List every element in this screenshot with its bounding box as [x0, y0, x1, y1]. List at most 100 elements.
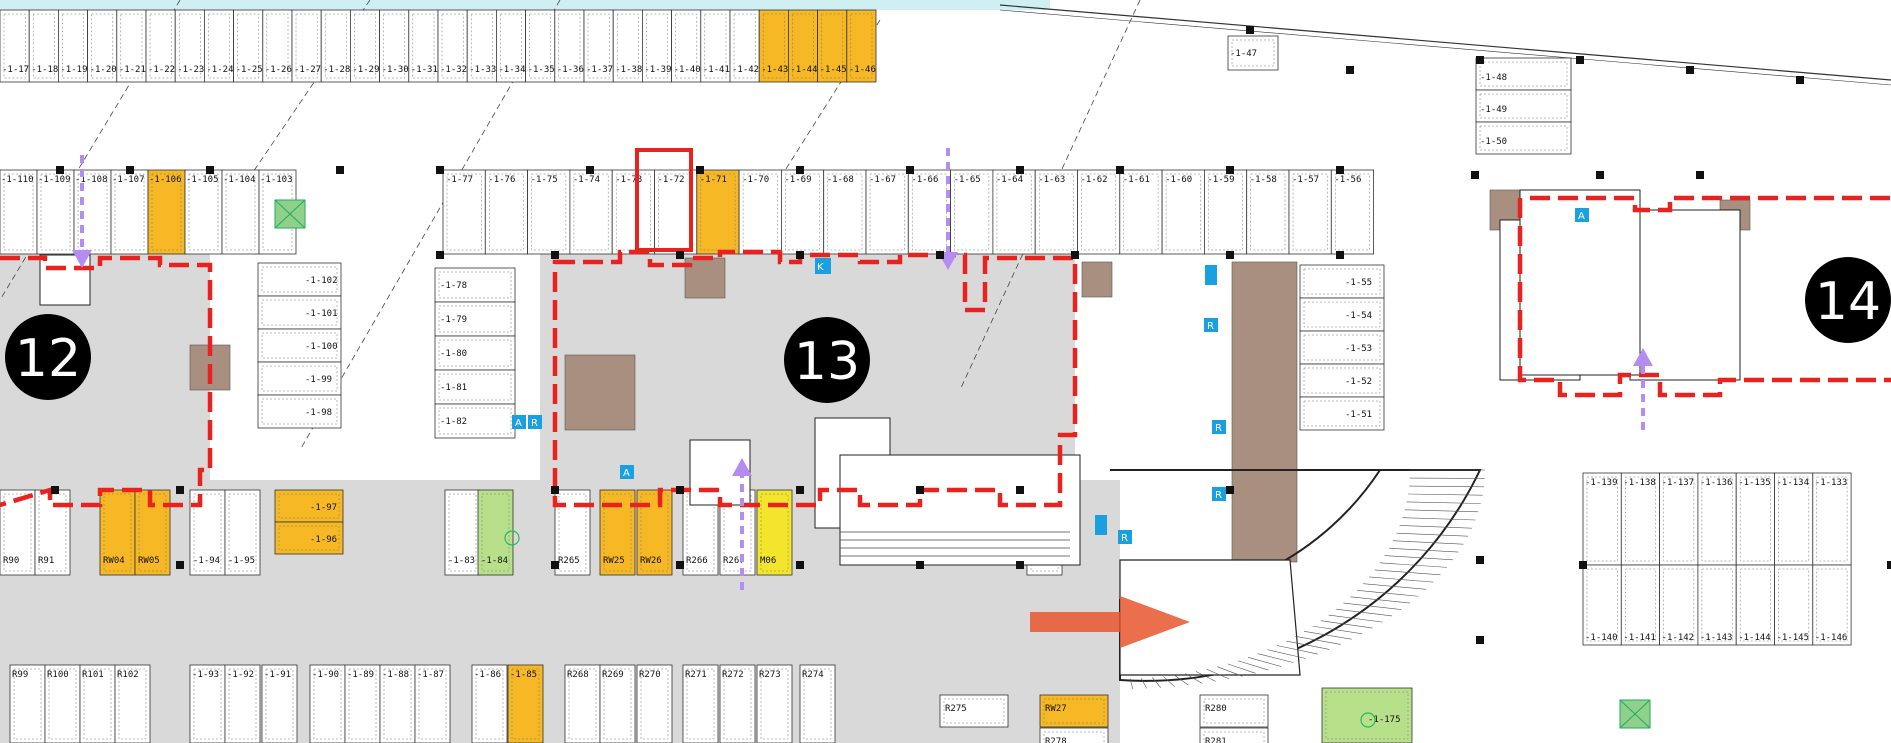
parking-stall[interactable]: R280 [1199, 694, 1269, 728]
parking-stall[interactable]: -1-73 [611, 169, 655, 255]
parking-stall[interactable]: R274 [799, 664, 836, 743]
parking-stall[interactable]: -1-46 [846, 9, 877, 83]
parking-stall[interactable]: -1-99 [257, 361, 342, 396]
parking-stall[interactable]: -1-29 [349, 9, 380, 83]
parking-stall[interactable]: -1-65 [950, 169, 994, 255]
parking-stall[interactable]: -1-51 [1299, 396, 1385, 431]
parking-stall[interactable]: -1-53 [1299, 330, 1385, 365]
parking-stall[interactable]: -1-88 [379, 664, 416, 743]
parking-stall[interactable]: -1-62 [1077, 169, 1121, 255]
parking-stall[interactable]: -1-137 [1659, 472, 1699, 566]
parking-stall[interactable]: -1-39 [642, 9, 673, 83]
parking-stall[interactable]: -1-145 [1774, 564, 1814, 646]
parking-stall[interactable]: -1-143 [1697, 564, 1737, 646]
parking-stall[interactable]: -1-95 [224, 489, 261, 576]
parking-stall[interactable]: -1-18 [28, 9, 59, 83]
parking-stall[interactable]: -1-30 [379, 9, 410, 83]
parking-stall[interactable]: -1-25 [233, 9, 264, 83]
parking-stall[interactable]: -1-105 [184, 169, 223, 255]
parking-stall[interactable]: -1-83 [444, 489, 481, 576]
parking-stall[interactable]: -1-23 [174, 9, 205, 83]
parking-stall[interactable]: -1-49 [1475, 89, 1572, 123]
parking-stall[interactable]: -1-20 [87, 9, 118, 83]
parking-stall[interactable]: -1-48 [1475, 57, 1572, 91]
parking-stall[interactable]: -1-76 [484, 169, 528, 255]
parking-stall[interactable]: -1-134 [1774, 472, 1814, 566]
parking-stall[interactable]: RW27 [1039, 694, 1109, 728]
parking-stall[interactable]: -1-139 [1582, 472, 1622, 566]
parking-stall[interactable]: -1-133 [1812, 472, 1852, 566]
parking-stall[interactable]: R271 [682, 664, 719, 743]
parking-stall[interactable]: -1-92 [224, 664, 261, 743]
parking-stall[interactable]: -1-32 [437, 9, 468, 83]
parking-stall[interactable]: -1-24 [203, 9, 234, 83]
parking-stall[interactable]: -1-47 [1227, 35, 1279, 71]
parking-stall[interactable]: -1-91 [261, 664, 298, 743]
parking-stall[interactable]: -1-52 [1299, 363, 1385, 398]
parking-stall[interactable]: -1-98 [257, 394, 342, 429]
parking-stall[interactable]: -1-89 [344, 664, 381, 743]
parking-stall[interactable]: -1-59 [1204, 169, 1248, 255]
parking-stall[interactable]: -1-57 [1288, 169, 1332, 255]
parking-stall[interactable]: -1-55 [1299, 264, 1385, 299]
parking-stall[interactable]: -1-35 [525, 9, 556, 83]
parking-stall[interactable]: -1-28 [320, 9, 351, 83]
parking-stall[interactable]: -1-79 [434, 301, 516, 337]
parking-stall[interactable]: -1-60 [1161, 169, 1205, 255]
parking-stall[interactable]: -1-90 [309, 664, 346, 743]
parking-stall[interactable]: -1-50 [1475, 121, 1572, 155]
parking-stall[interactable]: -1-19 [58, 9, 89, 83]
parking-stall[interactable]: -1-108 [73, 169, 112, 255]
parking-stall[interactable]: -1-71 [696, 169, 740, 255]
parking-stall[interactable]: -1-100 [257, 328, 342, 363]
parking-stall[interactable]: -1-74 [569, 169, 613, 255]
parking-stall[interactable]: -1-21 [116, 9, 147, 83]
parking-stall[interactable]: R268 [564, 664, 601, 743]
parking-stall[interactable]: -1-17 [0, 9, 30, 83]
parking-stall[interactable]: -1-33 [466, 9, 497, 83]
parking-stall[interactable]: -1-36 [554, 9, 585, 83]
parking-stall[interactable]: -1-77 [442, 169, 486, 255]
parking-stall[interactable]: -1-80 [434, 335, 516, 371]
parking-stall[interactable]: R269 [599, 664, 636, 743]
parking-stall[interactable]: -1-43 [758, 9, 789, 83]
parking-stall[interactable]: -1-141 [1620, 564, 1661, 646]
parking-stall[interactable]: -1-70 [738, 169, 782, 255]
parking-stall[interactable]: R102 [114, 664, 151, 743]
parking-stall[interactable]: -1-44 [788, 9, 819, 83]
parking-stall[interactable]: -1-93 [189, 664, 226, 743]
parking-stall[interactable]: -1-85 [507, 664, 544, 743]
parking-stall[interactable]: -1-64 [992, 169, 1036, 255]
parking-stall[interactable]: -1-175 [1321, 687, 1413, 743]
parking-stall[interactable]: -1-102 [257, 262, 342, 297]
parking-stall[interactable]: -1-97 [274, 489, 344, 523]
parking-stall[interactable]: -1-37 [583, 9, 614, 83]
parking-stall[interactable]: -1-81 [434, 369, 516, 405]
parking-stall[interactable]: -1-104 [221, 169, 260, 255]
parking-stall[interactable]: -1-61 [1119, 169, 1163, 255]
parking-stall[interactable]: -1-26 [262, 9, 293, 83]
parking-stall[interactable]: -1-110 [0, 169, 38, 255]
parking-stall[interactable]: -1-140 [1582, 564, 1622, 646]
parking-stall[interactable]: -1-75 [527, 169, 571, 255]
parking-stall[interactable]: -1-58 [1246, 169, 1290, 255]
parking-stall[interactable]: R278 [1039, 727, 1109, 743]
parking-stall[interactable]: -1-138 [1620, 472, 1661, 566]
parking-stall[interactable]: -1-96 [274, 521, 344, 555]
parking-stall[interactable]: -1-107 [110, 169, 149, 255]
parking-stall[interactable]: -1-34 [495, 9, 526, 83]
parking-stall[interactable]: -1-27 [291, 9, 322, 83]
parking-stall[interactable]: R101 [79, 664, 116, 743]
parking-stall[interactable]: -1-101 [257, 295, 342, 330]
parking-stall[interactable]: R99 [9, 664, 46, 743]
parking-stall[interactable]: -1-106 [147, 169, 186, 255]
parking-stall[interactable]: -1-69 [781, 169, 825, 255]
parking-stall[interactable]: R100 [44, 664, 81, 743]
parking-stall[interactable]: -1-45 [817, 9, 848, 83]
parking-stall[interactable]: -1-82 [434, 403, 516, 439]
parking-stall[interactable]: -1-68 [823, 169, 867, 255]
parking-stall[interactable]: -1-146 [1812, 564, 1852, 646]
parking-stall[interactable]: -1-66 [907, 169, 951, 255]
parking-stall[interactable]: R275 [939, 694, 1009, 728]
parking-stall[interactable]: R270 [636, 664, 673, 743]
